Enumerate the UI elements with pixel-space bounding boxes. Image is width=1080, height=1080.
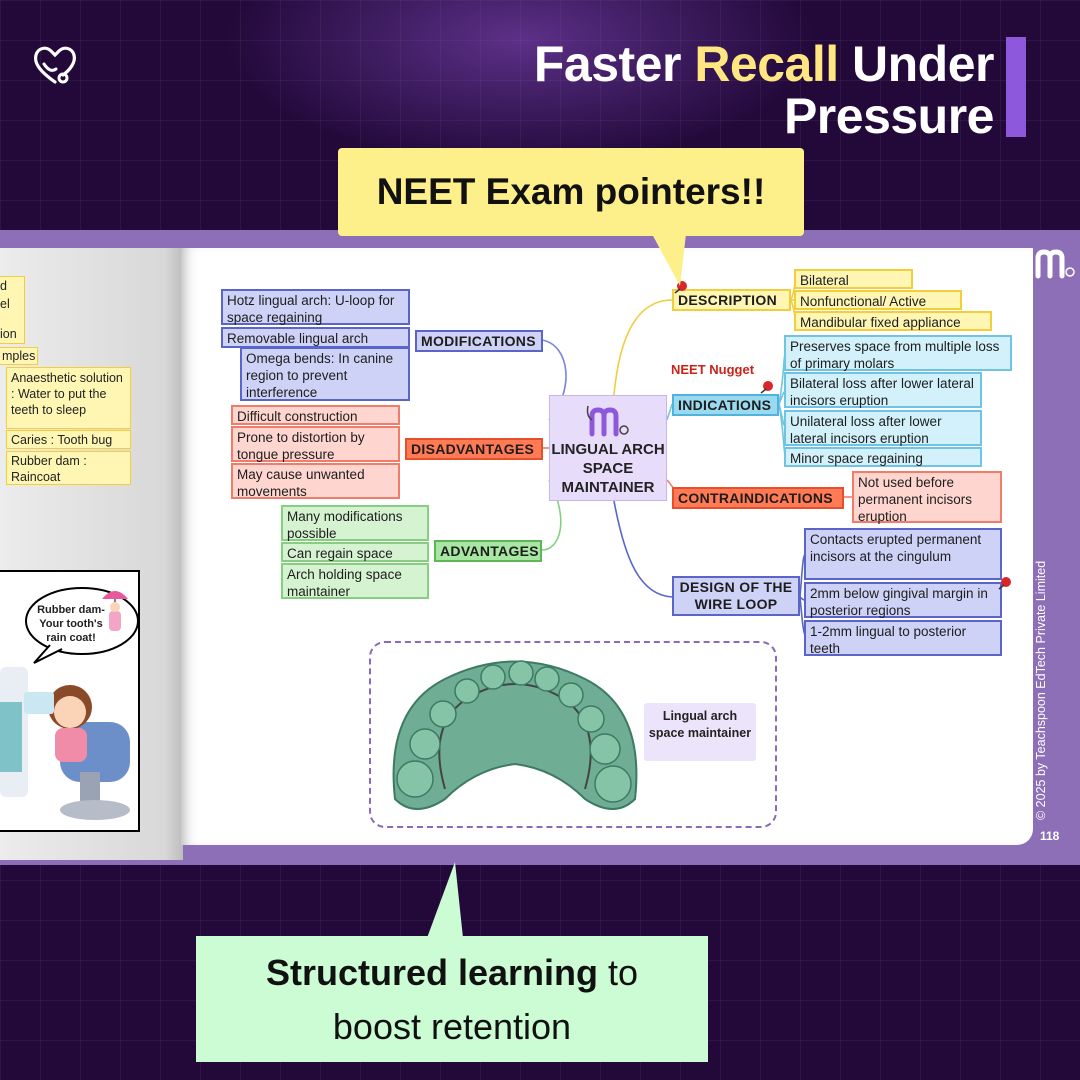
copyright-text: © 2025 by Teachspoon EdTech Private Limi… [1034,560,1048,820]
page-number: 118 [1040,829,1060,843]
headline-accent-bar [1006,37,1026,137]
callout-text-1: to [598,952,639,993]
structured-learning-callout: Structured learning to boost retention [196,936,708,1062]
left-fragment-3: ion [0,327,17,341]
advantages-header: ADVANTAGES [434,540,542,562]
bottom-callout-tail [427,862,463,938]
design-item-1: Contacts erupted permanent incisors at t… [804,528,1002,580]
pushpin-icon [998,577,1011,590]
speech-bubble [25,587,139,664]
left-fragment-2: el [0,297,10,311]
advantages-item-3: Arch holding space maintainer [281,563,429,599]
contraindications-header: CONTRAINDICATIONS [672,487,844,509]
advantages-item-2: Can regain space [281,542,429,562]
brand-m-corner-icon [1035,249,1075,279]
design-item-2: 2mm below gingival margin in posterior r… [804,582,1002,618]
left-fragment-1: d [0,279,7,293]
disadvantages-header: DISADVANTAGES [405,438,543,460]
description-header: DESCRIPTION [672,289,791,311]
disadvantages-item-2: Prone to distortion by tongue pressure [231,426,400,462]
figure-caption: Lingual arch space maintainer [644,703,756,761]
advantages-item-1: Many modifications possible [281,505,429,541]
indications-header: INDICATIONS [672,394,779,416]
disadvantages-item-3: May cause unwanted movements [231,463,400,499]
left-fragment-4: mples [0,347,38,365]
headline-word-3: Under [838,36,994,92]
modifications-header: MODIFICATIONS [415,330,543,352]
callout-text-2: boost retention [332,1006,572,1047]
design-header: DESIGN OF THE WIRE LOOP [672,576,800,616]
headline-line-2: Pressure [783,88,995,144]
neet-nugget-label: NEET Nugget [671,362,755,377]
speech-bubble-text: Rubber dam- Your tooth's rain coat! [37,604,105,644]
modifications-item-1: Hotz lingual arch: U-loop for space rega… [221,289,410,325]
center-node-label: LINGUAL ARCH SPACE MAINTAINER [551,441,665,496]
left-note-box [0,276,25,344]
indications-item-1: Preserves space from multiple loss of pr… [784,335,1012,371]
copyright-value: 2025 by Teachspoon EdTech Private Limite… [1034,560,1048,808]
headline-highlight: Recall [694,36,839,92]
umbrella-girl-icon [102,591,128,631]
brand-m-icon [586,405,629,437]
description-item-1: Bilateral [794,269,913,289]
modifications-item-3: Omega bends: In canine region to prevent… [240,347,410,401]
callout-bold-text: Structured learning [265,952,599,993]
brand-logo-icon [33,46,76,84]
dental-arch-illustration [392,660,638,810]
pushpin-icon [760,381,773,394]
mindmap-center-node: LINGUAL ARCH SPACE MAINTAINER [549,395,667,501]
description-item-3: Mandibular fixed appliance [794,311,992,331]
indications-item-2: Bilateral loss after lower lateral incis… [784,372,982,408]
design-item-3: 1-2mm lingual to posterior teeth [804,620,1002,656]
indications-item-4: Minor space regaining [784,447,982,467]
headline-word-1: Faster [533,36,695,92]
indications-item-3: Unilateral loss after lower lateral inci… [784,410,982,446]
callout-tail [652,234,686,286]
headline: Faster Recall Under Pressure [533,36,995,144]
description-item-2: Nonfunctional/ Active [794,290,962,310]
modifications-item-2: Removable lingual arch [221,327,410,348]
neet-pointers-callout: NEET Exam pointers!! [338,148,804,236]
contraindications-item-1: Not used before permanent incisors erupt… [852,471,1002,524]
left-rubber-note: Rubber dam : Raincoat [6,451,131,485]
left-caries-note: Caries : Tooth bug [6,430,131,449]
disadvantages-item-1: Difficult construction [231,405,400,425]
left-anaesthetic-note: Anaesthetic solution : Water to put the … [6,367,131,429]
